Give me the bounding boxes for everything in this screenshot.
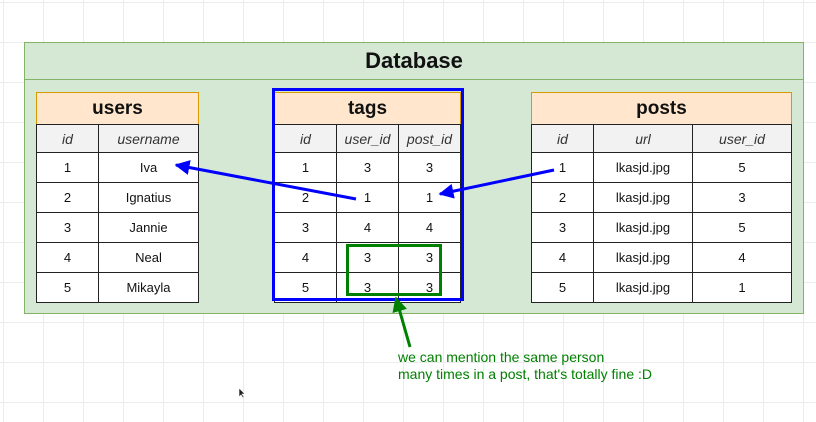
table-cell: 1 (692, 272, 792, 303)
table-cell: 3 (531, 212, 594, 243)
table-cell: 1 (274, 152, 337, 183)
table-cell: Mikayla (98, 272, 199, 303)
annotation-line: many times in a post, that's totally fin… (398, 366, 653, 382)
table-cell: 5 (274, 272, 337, 303)
table-cell: 5 (692, 212, 792, 243)
table-cell: lkasjd.jpg (593, 272, 693, 303)
tags-column-header: id (274, 124, 337, 153)
table-cell: 3 (274, 212, 337, 243)
table-cell: 3 (398, 242, 461, 273)
database-title: Database (24, 42, 804, 80)
table-cell: lkasjd.jpg (593, 212, 693, 243)
table-cell: 3 (36, 212, 99, 243)
table-cell: 5 (531, 272, 594, 303)
posts-column-header: user_id (692, 124, 792, 153)
post-tag-reference-arrow-icon[interactable] (438, 168, 555, 199)
table-cell: Ignatius (98, 182, 199, 213)
users-table-title: users (36, 92, 199, 125)
table-cell: lkasjd.jpg (593, 242, 693, 273)
mouse-pointer-icon (238, 387, 246, 399)
table-cell: 5 (692, 152, 792, 183)
table-cell: 1 (36, 152, 99, 183)
table-cell: 4 (36, 242, 99, 273)
tag-user-reference-arrow-icon[interactable] (174, 160, 357, 201)
users-column-header: id (36, 124, 99, 153)
annotation-line: we can mention the same person (398, 349, 605, 365)
table-cell: 5 (36, 272, 99, 303)
table-cell: Neal (98, 242, 199, 273)
tags-table-title: tags (274, 92, 461, 125)
tags-column-header: post_id (398, 124, 461, 153)
table-cell: 4 (531, 242, 594, 273)
users-column-header: username (98, 124, 199, 153)
tags-column-header: user_id (336, 124, 399, 153)
annotation-arrow-icon[interactable] (392, 296, 412, 348)
posts-table-title: posts (531, 92, 792, 125)
annotation-note[interactable]: we can mention the same person many time… (398, 349, 758, 383)
table-cell: 4 (692, 242, 792, 273)
table-cell: 3 (398, 272, 461, 303)
table-cell: 3 (692, 182, 792, 213)
